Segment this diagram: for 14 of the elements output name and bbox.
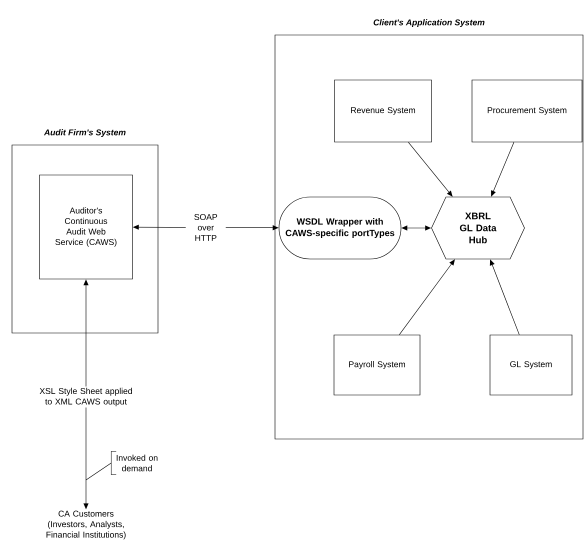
process-box: Revenue System <box>334 80 432 142</box>
process-box: GL System <box>490 334 572 396</box>
process-box: Payroll System <box>334 334 420 396</box>
node-label: Audit Firm's System <box>44 129 126 138</box>
flow-text: XSL Style Sheet applied to XML CAWS output <box>40 388 132 406</box>
note-text: Invoked on demand <box>110 451 158 475</box>
flow-text: CA Customers (Investors, Analysts, Financial Institutions) <box>46 510 126 540</box>
edge-label: SOAP over HTTP <box>186 212 226 243</box>
process-box: Auditor's Continuous Audit Web Service (CAWS) <box>39 174 133 280</box>
node-label: Client's Application System <box>374 19 484 28</box>
wrapper-box: WSDL Wrapper with CAWS-specific portTypes <box>278 196 402 260</box>
hub-hexagon: XBRL GL Data Hub <box>431 196 525 260</box>
leader-line <box>86 462 112 480</box>
process-box: Procurement System <box>472 80 582 142</box>
